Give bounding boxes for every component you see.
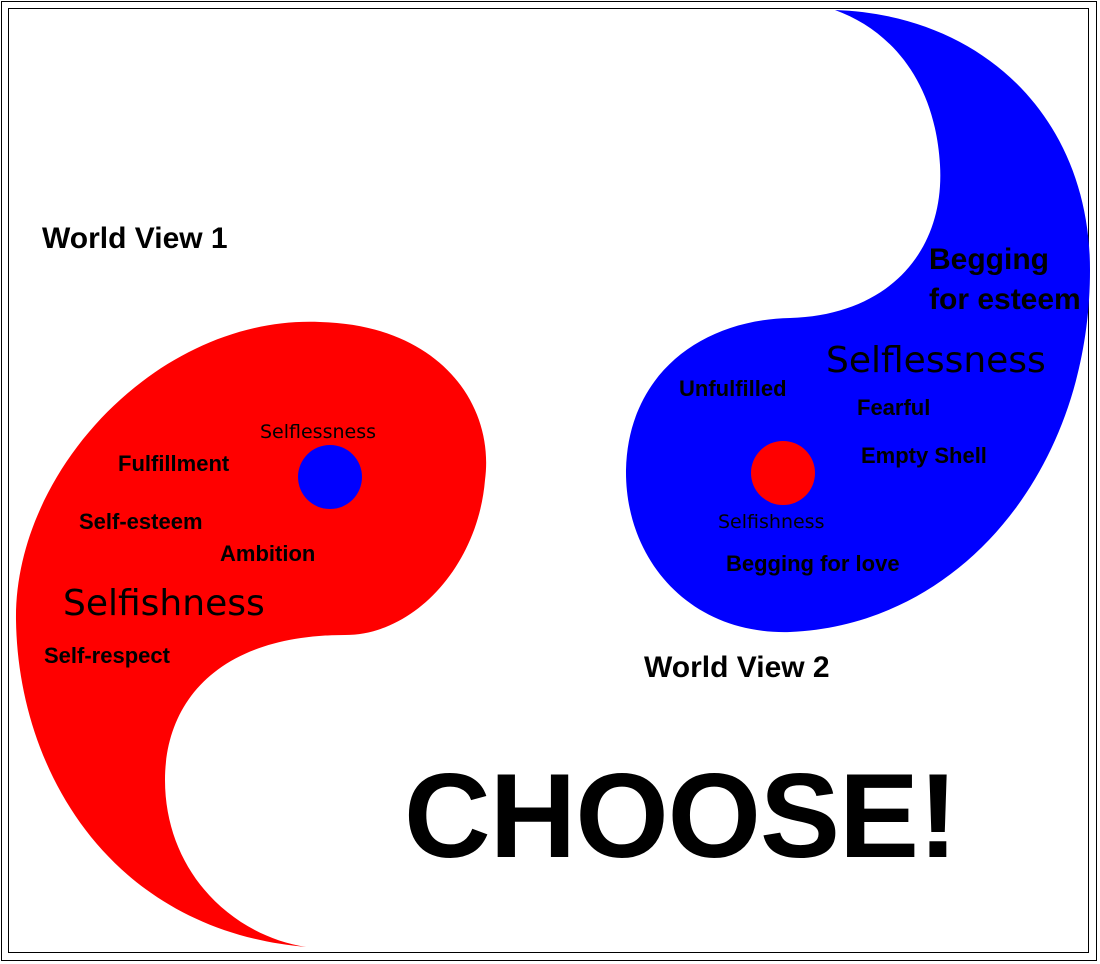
world-view-1-trait: Self-respect: [44, 643, 170, 668]
world-view-2-trait: Unfulfilled: [679, 376, 787, 401]
world-view-2-trait: Begging for love: [726, 551, 900, 576]
world-view-2-shape: [625, 10, 1090, 633]
world-view-1-trait: Self-esteem: [79, 509, 203, 534]
world-view-2-begging-line2: for esteem: [929, 283, 1081, 316]
world-view-1-shape: [15, 321, 487, 947]
world-view-1-main-label: Selfishness: [63, 583, 265, 624]
world-view-2-begging-line1: Begging: [929, 243, 1049, 276]
choose-heading: CHOOSE!: [404, 749, 958, 883]
world-view-1-dot-label: Selflessness: [260, 421, 377, 443]
world-view-2-title: World View 2: [644, 651, 830, 684]
world-view-2-dot: [751, 441, 815, 505]
world-view-1-title: World View 1: [42, 222, 228, 255]
world-view-1-dot: [298, 445, 362, 509]
inner-border: [8, 8, 1089, 953]
world-view-2-trait: Fearful: [857, 395, 931, 420]
world-view-2-dot-label: Selfishness: [718, 511, 825, 533]
world-view-1-trait: Ambition: [220, 541, 316, 566]
world-view-2-trait: Empty Shell: [861, 443, 987, 468]
world-view-2-main-label: Selflessness: [826, 340, 1046, 381]
world-view-1-trait: Fulfillment: [118, 451, 230, 476]
